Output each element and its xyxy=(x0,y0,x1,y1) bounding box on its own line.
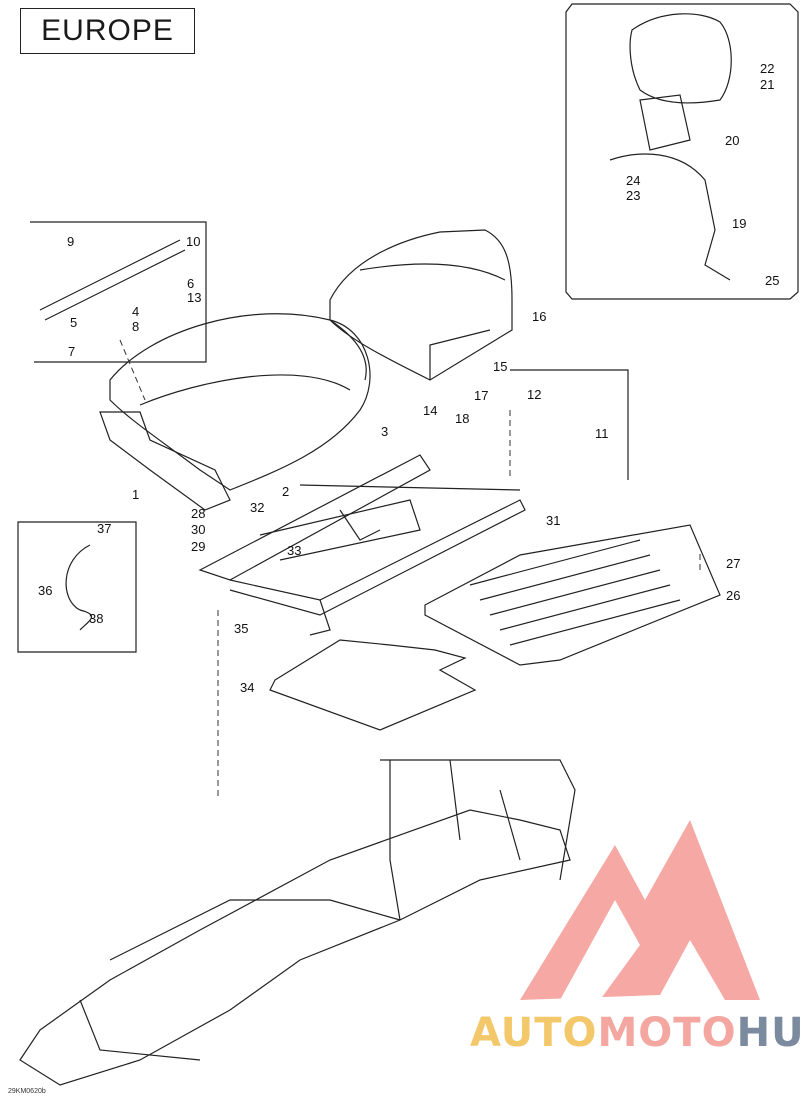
callout-11: 11 xyxy=(595,426,609,441)
floor-mat xyxy=(269,639,477,731)
watermark-part-auto: AUTO xyxy=(470,1010,598,1056)
luggage-tray xyxy=(424,524,721,666)
callout-8: 8 xyxy=(132,319,140,334)
callout-33: 33 xyxy=(287,543,302,558)
chassis-body xyxy=(19,809,571,1086)
callout-5: 5 xyxy=(70,315,78,330)
callout-17: 17 xyxy=(474,388,489,403)
callout-1: 1 xyxy=(132,487,140,502)
callout-24: 24 xyxy=(626,173,641,188)
callout-31: 31 xyxy=(546,513,561,528)
inset-handle-frame xyxy=(30,221,207,363)
cable xyxy=(65,544,93,631)
callout-36: 36 xyxy=(38,583,53,598)
callout-21: 21 xyxy=(760,77,775,92)
callout-2: 2 xyxy=(282,484,290,499)
callout-25: 25 xyxy=(765,273,780,288)
inset-rack-frame xyxy=(510,369,629,480)
callout-4: 4 xyxy=(132,304,140,319)
callout-27: 27 xyxy=(726,556,741,571)
callout-23: 23 xyxy=(626,188,641,203)
callout-38: 38 xyxy=(89,611,104,626)
inset-backrest-frame xyxy=(565,3,799,300)
callout-30: 30 xyxy=(191,522,206,537)
callout-35: 35 xyxy=(234,621,249,636)
callout-34: 34 xyxy=(240,680,255,695)
region-label: EUROPE xyxy=(20,8,195,54)
callout-19: 19 xyxy=(732,216,747,231)
callout-12: 12 xyxy=(527,387,542,402)
callout-26: 26 xyxy=(726,588,741,603)
callout-22: 22 xyxy=(760,61,775,76)
callout-3: 3 xyxy=(381,424,389,439)
callout-7: 7 xyxy=(68,344,76,359)
callout-32: 32 xyxy=(250,500,265,515)
callout-14: 14 xyxy=(423,403,438,418)
callout-16: 16 xyxy=(532,309,547,324)
callout-29: 29 xyxy=(191,539,206,554)
watermark-part-moto: MOTO xyxy=(597,1010,737,1056)
callout-6: 6 xyxy=(187,276,195,291)
watermark-logo xyxy=(520,820,760,1000)
drawing-code: 29KM0620b xyxy=(8,1088,46,1095)
callout-20: 20 xyxy=(725,133,740,148)
inset-cable-frame xyxy=(17,521,137,653)
watermark-text: AUTOMOTOHUB xyxy=(470,1010,800,1056)
callout-9: 9 xyxy=(67,234,75,249)
callout-37: 37 xyxy=(97,521,112,536)
callout-13: 13 xyxy=(187,290,202,305)
watermark-part-hub: HUB xyxy=(736,1010,800,1056)
callout-28: 28 xyxy=(191,506,206,521)
callout-15: 15 xyxy=(493,359,508,374)
callout-10: 10 xyxy=(186,234,201,249)
backrest-cushion xyxy=(329,229,513,381)
rack-frame xyxy=(198,454,431,581)
callout-18: 18 xyxy=(455,411,470,426)
